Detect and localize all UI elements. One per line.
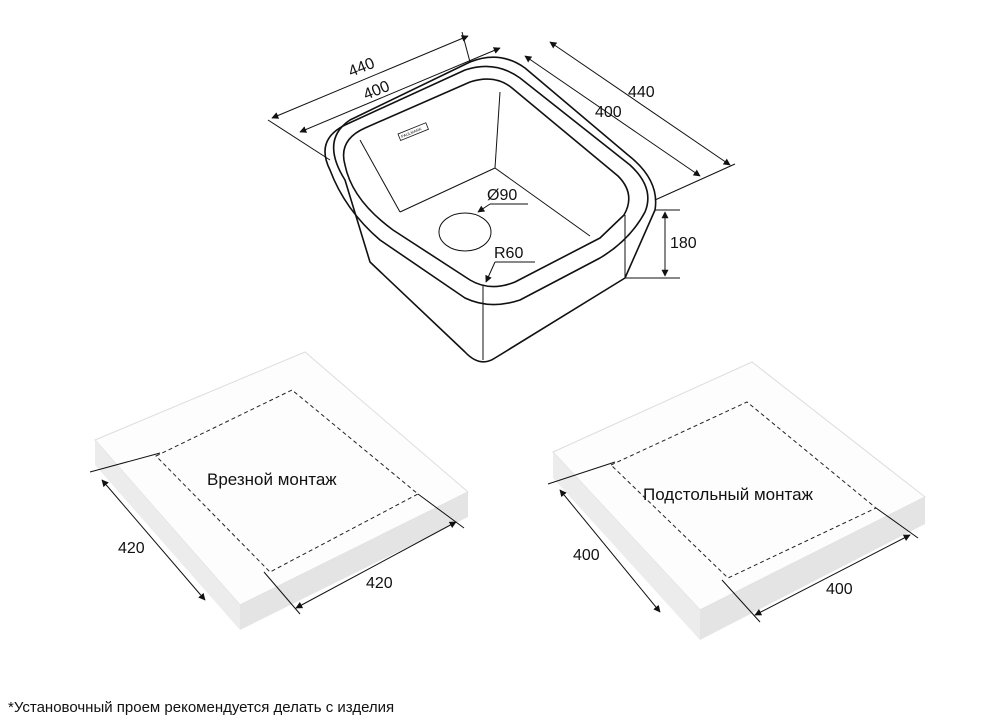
sink-bowl-opening [342, 78, 630, 288]
sink-drawing: PAULMARK 440 [267, 31, 736, 363]
sink-rim [324, 65, 649, 306]
under-mount-title: Подстольный монтаж [643, 485, 814, 504]
flush-cutout [155, 389, 419, 573]
flush-mount-title: Врезной монтаж [207, 470, 337, 489]
drain-hole [438, 212, 492, 252]
under-bottom-dimension: 400 [826, 581, 853, 598]
drain-diameter-label: Ø90 [487, 187, 517, 204]
sink-outer-body [332, 56, 657, 363]
sink-bowl-walls [359, 91, 626, 360]
radius-leader [485, 261, 535, 283]
under-mount-diagram: Подстольный монтаж 400 400 [547, 361, 926, 640]
brand-plate: PAULMARK [397, 122, 429, 142]
installation-footnote: *Установочный проем рекомендуется делать… [8, 699, 394, 716]
outer-length-label: 440 [346, 55, 377, 81]
drain-leader [477, 203, 528, 213]
flush-mount-diagram: Врезной монтаж 420 420 [89, 351, 469, 630]
dimension-width [524, 41, 736, 201]
inner-length-label: 400 [361, 78, 392, 104]
corner-radius-label: R60 [494, 245, 523, 262]
outer-width-label: 440 [628, 84, 655, 101]
flush-left-dimension: 420 [118, 540, 145, 557]
dimension-length [267, 31, 501, 161]
under-left-dimension: 400 [573, 547, 600, 564]
dimension-depth [625, 209, 680, 279]
inner-width-label: 400 [595, 104, 622, 121]
depth-label: 180 [670, 235, 697, 252]
flush-bottom-dimension: 420 [366, 575, 393, 592]
